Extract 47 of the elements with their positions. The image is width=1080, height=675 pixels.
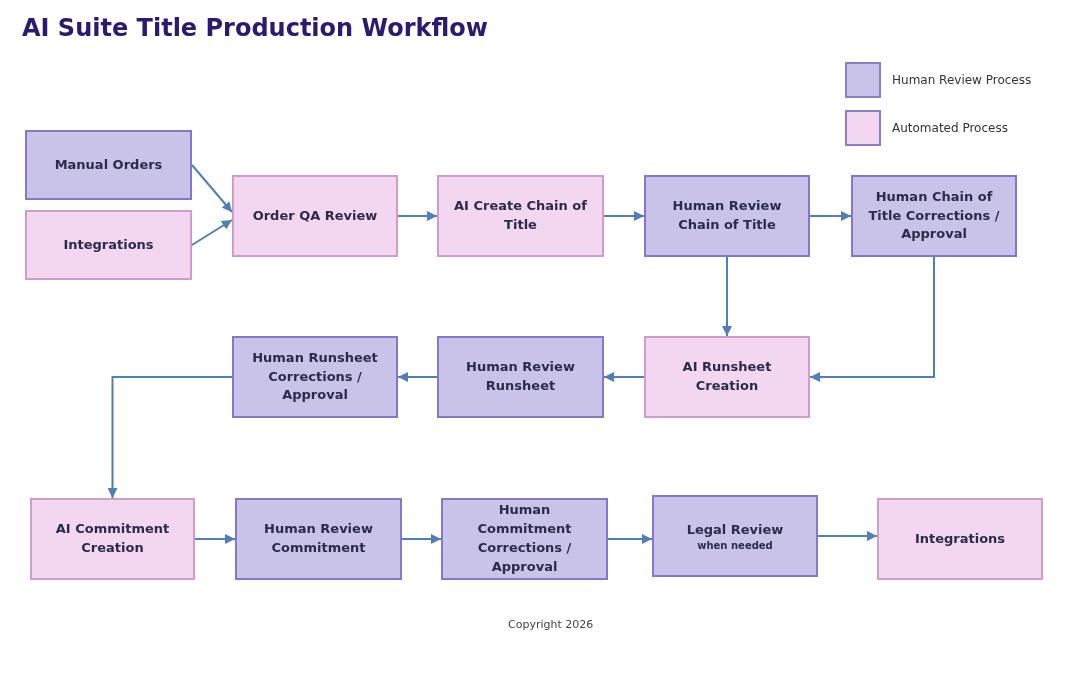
- box-label: Legal Review: [686, 521, 784, 540]
- process-box: [437, 336, 604, 418]
- arrow: [607, 534, 653, 544]
- arrow: [722, 256, 732, 337]
- box-label: Human Commitment Corrections / Approval: [476, 501, 573, 576]
- arrow: [397, 211, 438, 221]
- process-box: [644, 175, 810, 257]
- process-box: [437, 175, 604, 257]
- process-box: [232, 175, 398, 257]
- arrow: [809, 256, 935, 382]
- process-box: [877, 498, 1043, 580]
- process-box: [851, 175, 1017, 257]
- box-label: Manual Orders: [54, 155, 163, 174]
- arrow: [191, 219, 233, 246]
- box-label: Integrations: [914, 529, 1006, 548]
- box-label: AI Create Chain of Title: [453, 197, 588, 234]
- arrow: [194, 534, 236, 544]
- arrow: [603, 372, 645, 382]
- process-box: [30, 498, 195, 580]
- legend-label: Human Review Process: [892, 73, 1032, 87]
- process-box: [441, 498, 608, 580]
- box-label: AI Runsheet Creation: [681, 358, 773, 395]
- process-box: [235, 498, 402, 580]
- arrow: [809, 211, 852, 221]
- box-label: Integrations: [63, 235, 154, 254]
- title: AI Suite Title Production Workflow: [22, 14, 488, 42]
- copyright-note: Copyright 2026: [508, 618, 594, 631]
- process-box: [652, 495, 818, 577]
- arrow: [817, 531, 878, 541]
- box-note: when needed: [697, 539, 773, 551]
- box-label: Human Runsheet Corrections / Approval: [251, 348, 379, 405]
- box-label: AI Commitment Creation: [54, 520, 171, 557]
- arrow: [191, 164, 233, 213]
- arrow: [397, 372, 438, 382]
- process-box: [25, 210, 192, 280]
- process-box: [25, 130, 192, 200]
- box-label: Human Review Chain of Title: [671, 197, 783, 234]
- arrow: [401, 534, 442, 544]
- arrow: [603, 211, 645, 221]
- box-label: Human Review Runsheet: [465, 358, 576, 395]
- arrow: [107, 376, 233, 499]
- box-label: Human Chain of Title Corrections / Approval: [867, 187, 1001, 244]
- process-box: [644, 336, 810, 418]
- box-label: Order QA Review: [252, 206, 378, 225]
- legend-label: Automated Process: [892, 121, 1008, 135]
- process-box: [232, 336, 398, 418]
- box-label: Human Review Commitment: [263, 520, 374, 557]
